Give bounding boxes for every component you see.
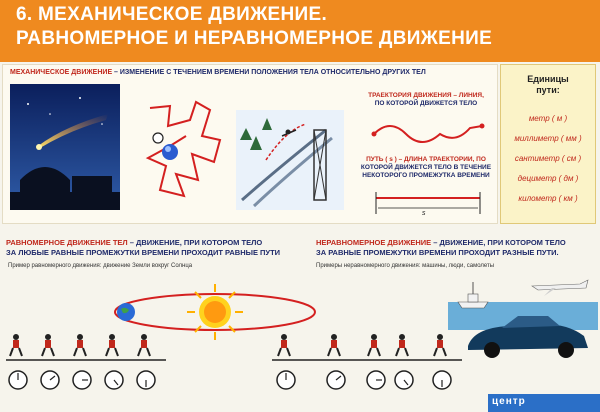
path-symbol: s: [422, 210, 426, 217]
nonuniform-term: НЕРАВНОМЕРНОЕ ДВИЖЕНИЕ: [316, 238, 432, 247]
earth-sun-orbit-picture: [100, 276, 330, 348]
path-line2: КОТОРОЙ ДВИЖЕТСЯ ТЕЛО В ТЕЧЕНИЕ: [360, 164, 492, 171]
units-title-line1: Единицы: [527, 74, 569, 84]
poster-header: 6. МЕХАНИЧЕСКОЕ ДВИЖЕНИЕ. РАВНОМЕРНОЕ И …: [0, 0, 600, 62]
trajectory-curve: [370, 114, 488, 150]
uniform-text2: ЗА ЛЮБЫЕ РАВНЫЕ ПРОМЕЖУТКИ ВРЕМЕНИ ПРОХО…: [6, 248, 281, 257]
nonuniform-example: Примеры неравномерного движения: машины,…: [316, 263, 495, 269]
publisher-logo-box: [488, 394, 600, 412]
comet-observatory-picture: [10, 84, 120, 210]
uniform-term: РАВНОМЕРНОЕ ДВИЖЕНИЕ ТЕЛ: [6, 238, 128, 247]
path-definition: ПУТЬ ( s ) – ДЛИНА ТРАЕКТОРИИ, ПО КОТОРО…: [360, 156, 492, 180]
nonuniform-text2: ЗА РАВНЫЕ ПРОМЕЖУТКИ ВРЕМЕНИ ПРОХОДИТ РА…: [316, 248, 559, 257]
path-line3: НЕКОТОРОГО ПРОМЕЖУТКА ВРЕМЕНИ: [362, 172, 490, 179]
nonuniform-motion-definition: НЕРАВНОМЕРНОЕ ДВИЖЕНИЕ – ДВИЖЕНИЕ, ПРИ К…: [316, 238, 598, 258]
trajectory-definition: ТРАЕКТОРИЯ ДВИЖЕНИЯ – ЛИНИЯ, ПО КОТОРОЙ …: [360, 92, 492, 108]
unit-kilometer: километр ( км ): [518, 194, 578, 203]
path-line1: ПУТЬ ( s ) – ДЛИНА ТРАЕКТОРИИ, ПО: [366, 156, 486, 163]
uniform-runners-timeline: [6, 332, 166, 394]
units-title: Единицы пути:: [500, 74, 596, 96]
units-box: [500, 64, 596, 224]
publisher-logo: центр: [492, 396, 526, 407]
uniform-example: Пример равномерного движения: движение З…: [8, 263, 193, 269]
random-trajectory-picture: [140, 96, 230, 206]
uniform-motion-definition: РАВНОМЕРНОЕ ДВИЖЕНИЕ ТЕЛ – ДВИЖЕНИЕ, ПРИ…: [6, 238, 306, 258]
uniform-text1: – ДВИЖЕНИЕ, ПРИ КОТОРОМ ТЕЛО: [127, 238, 263, 247]
definition-text: – ИЗМЕНЕНИЕ С ТЕЧЕНИЕМ ВРЕМЕНИ ПОЛОЖЕНИЯ…: [112, 69, 426, 76]
trajectory-line2: ПО КОТОРОЙ ДВИЖЕТСЯ ТЕЛО: [374, 100, 478, 107]
unit-decimeter: дециметр ( дм ): [517, 174, 579, 183]
ski-jump-picture: [236, 110, 344, 210]
header-title-line2: РАВНОМЕРНОЕ И НЕРАВНОМЕРНОЕ ДВИЖЕНИЕ: [16, 28, 493, 49]
unit-centimeter: сантиметр ( см ): [514, 154, 582, 163]
trajectory-line1: ТРАЕКТОРИЯ ДВИЖЕНИЯ – ЛИНИЯ,: [368, 92, 484, 99]
units-title-line2: пути:: [536, 85, 560, 95]
header-title-line1: 6. МЕХАНИЧЕСКОЕ ДВИЖЕНИЕ.: [16, 4, 328, 25]
unit-meter: метр ( м ): [528, 114, 568, 123]
definition-term: МЕХАНИЧЕСКОЕ ДВИЖЕНИЕ: [10, 69, 113, 76]
unit-millimeter: миллиметр ( мм ): [514, 134, 582, 143]
path-length-diagram: [372, 188, 488, 218]
nonuniform-runners-timeline: [272, 332, 462, 394]
nonuniform-text1: – ДВИЖЕНИЕ, ПРИ КОТОРОМ ТЕЛО: [431, 238, 566, 247]
transport-picture: [448, 268, 598, 364]
definition-mechanical-motion: МЕХАНИЧЕСКОЕ ДВИЖЕНИЕ – ИЗМЕНЕНИЕ С ТЕЧЕ…: [10, 69, 490, 76]
